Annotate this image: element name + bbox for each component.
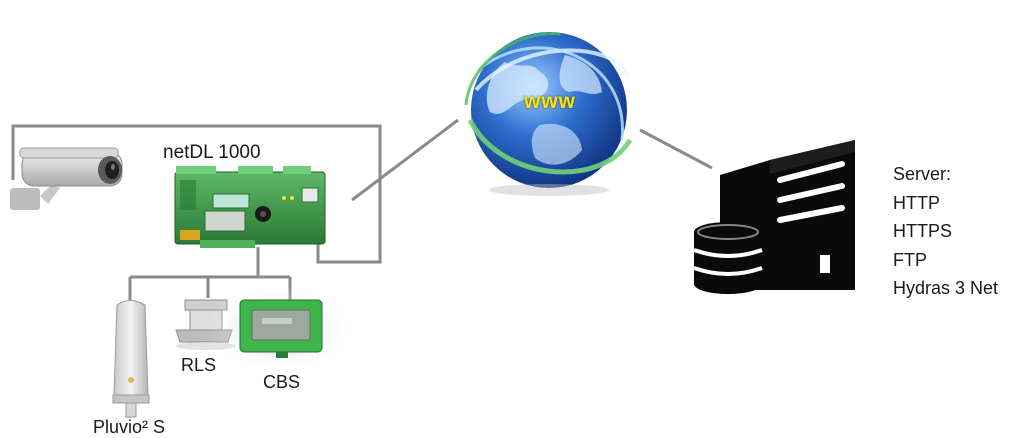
- internet-server-link: [639, 128, 713, 170]
- cbs-sensor-icon: [205, 285, 355, 375]
- server-protocol-hydras: Hydras 3 Net: [893, 278, 999, 298]
- pluvio-sensor-icon: [112, 300, 150, 418]
- datalogger-label: netDL 1000: [163, 142, 261, 163]
- cbs-label: CBS: [263, 372, 301, 392]
- camera-icon: [10, 147, 123, 210]
- server-protocol-http: HTTP: [893, 192, 940, 213]
- pluvio-label: Pluvio² S: [93, 417, 166, 437]
- globe-icon: [464, 32, 633, 196]
- connector-lines: [11, 118, 713, 300]
- server-slot-3: [777, 205, 845, 223]
- server-protocol-list: Server: HTTP HTTPS FTP Hydras 3 Net: [893, 160, 998, 303]
- internet-label: www: [523, 90, 576, 113]
- logger-internet-link: [351, 118, 459, 202]
- server-slot-1: [777, 161, 845, 183]
- server-heading: Server:: [893, 164, 952, 184]
- camera-link-line: [11, 124, 382, 264]
- server-slot-2: [777, 183, 845, 203]
- database-icon: [693, 222, 763, 294]
- server-protocol-https: HTTPS: [893, 221, 953, 241]
- rls-label: RLS: [181, 355, 217, 375]
- server-protocol-ftp: FTP: [893, 249, 927, 270]
- datalogger-icon: [174, 166, 326, 248]
